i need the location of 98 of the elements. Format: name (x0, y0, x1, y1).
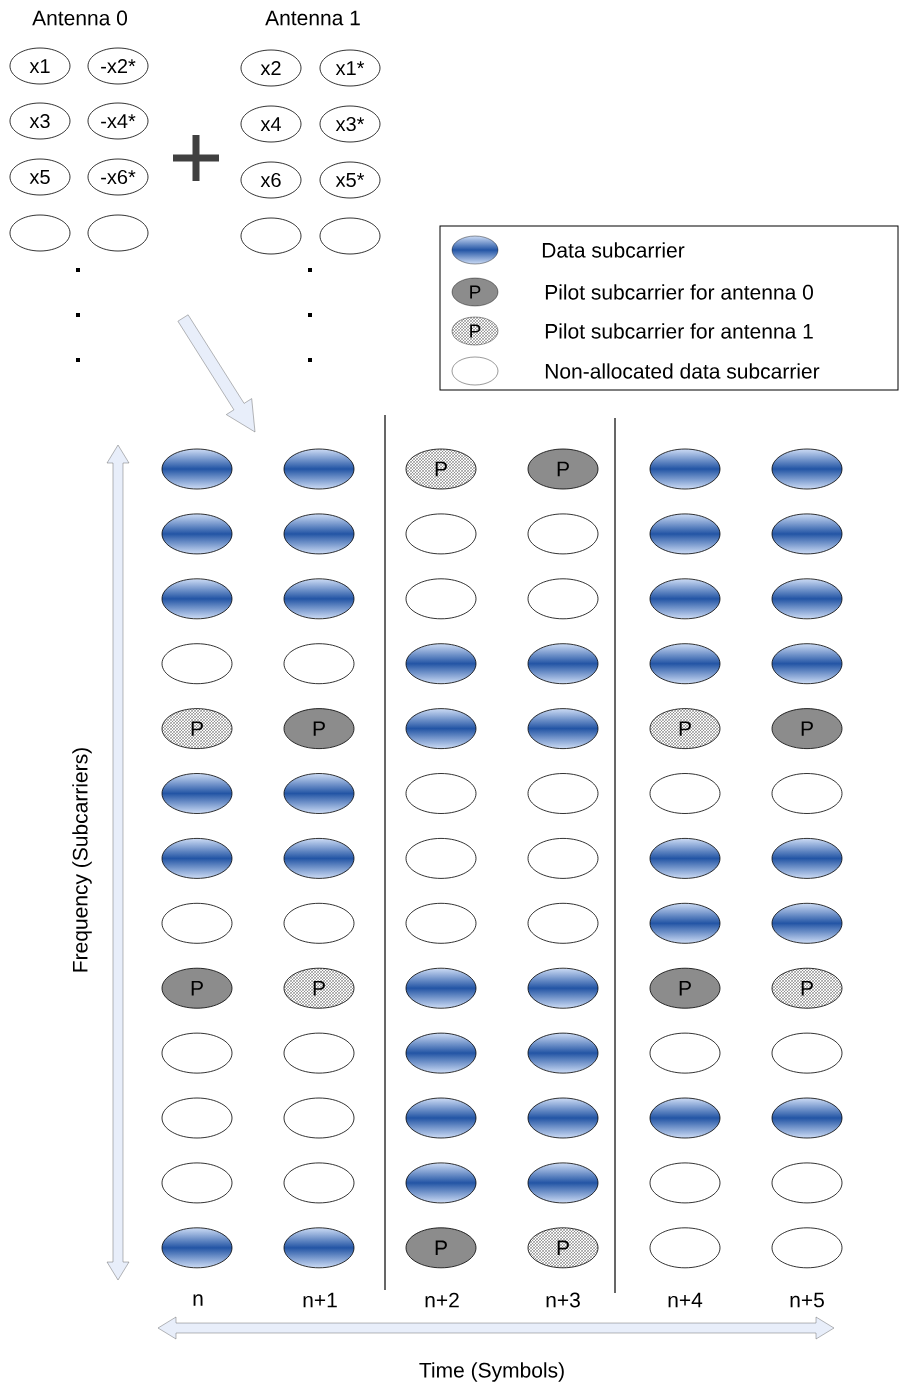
antenna-heading: Antenna 0 (32, 10, 127, 26)
empty-subcarrier (283, 1097, 355, 1139)
empty-subcarrier (405, 773, 477, 814)
data-subcarrier (405, 1097, 477, 1139)
pilot-subcarrier: P (283, 708, 355, 749)
symbol-index: n+2 (425, 1292, 459, 1308)
data-subcarrier (771, 513, 843, 555)
pilot-subcarrier: P (405, 448, 477, 490)
axis-label: Time (Symbols) (419, 1362, 564, 1382)
empty-subcarrier (161, 643, 233, 685)
data-subcarrier (649, 513, 721, 555)
legend-label: Non-allocated data subcarrier (545, 363, 820, 379)
symbol-ellipse (9, 214, 71, 252)
data-subcarrier (161, 578, 233, 620)
data-subcarrier (649, 448, 721, 490)
data-subcarrier (161, 1227, 233, 1269)
symbol-index: n (193, 1294, 203, 1306)
data-subcarrier (283, 513, 355, 555)
empty-subcarrier (527, 513, 599, 555)
symbol-index: n+3 (546, 1292, 580, 1308)
legend-label: Pilot subcarrier for antenna 1 (545, 323, 813, 339)
pilot-subcarrier: P (649, 967, 721, 1009)
data-subcarrier (161, 838, 233, 879)
symbol-index: n+4 (668, 1292, 703, 1308)
data-subcarrier (527, 1162, 599, 1204)
symbol-index: n+1 (303, 1292, 337, 1308)
empty-subcarrier (649, 773, 721, 814)
pilot-subcarrier: P (649, 708, 721, 749)
symbol-ellipse (240, 217, 302, 255)
data-subcarrier (771, 1097, 843, 1139)
symbol-index: n+5 (790, 1292, 824, 1308)
pilot-subcarrier: P (527, 1227, 599, 1269)
data-subcarrier (405, 643, 477, 685)
empty-subcarrier (161, 1162, 233, 1204)
data-subcarrier (283, 578, 355, 620)
pilot-subcarrier: P (161, 708, 233, 749)
legend-sample: P (451, 316, 499, 346)
data-subcarrier (405, 1032, 477, 1074)
empty-subcarrier (527, 838, 599, 879)
empty-subcarrier (283, 1032, 355, 1074)
data-subcarrier (649, 643, 721, 685)
data-subcarrier (283, 448, 355, 490)
empty-subcarrier (161, 902, 233, 944)
legend-label: Pilot subcarrier for antenna 0 (545, 284, 813, 300)
empty-subcarrier (405, 902, 477, 944)
data-subcarrier (649, 1097, 721, 1139)
data-subcarrier (161, 448, 233, 490)
data-subcarrier (771, 838, 843, 879)
empty-subcarrier (771, 1227, 843, 1269)
antenna-heading: Antenna 1 (265, 10, 360, 26)
data-subcarrier (771, 643, 843, 685)
empty-subcarrier (161, 1032, 233, 1074)
empty-subcarrier (161, 1097, 233, 1139)
data-subcarrier (161, 773, 233, 814)
empty-subcarrier (649, 1227, 721, 1269)
symbol-ellipse (319, 217, 381, 255)
data-subcarrier (771, 448, 843, 490)
legend-sample: P (451, 277, 499, 307)
data-subcarrier (527, 643, 599, 685)
legend-label: Data subcarrier (542, 242, 685, 258)
empty-subcarrier (649, 1162, 721, 1204)
pilot-subcarrier: P (161, 967, 233, 1009)
data-subcarrier (161, 513, 233, 555)
empty-subcarrier (283, 643, 355, 685)
empty-subcarrier (405, 513, 477, 555)
empty-subcarrier (527, 773, 599, 814)
data-subcarrier (527, 1032, 599, 1074)
empty-subcarrier (771, 773, 843, 814)
data-subcarrier (771, 578, 843, 620)
data-subcarrier (649, 902, 721, 944)
data-subcarrier (405, 708, 477, 749)
data-subcarrier (405, 967, 477, 1009)
pilot-subcarrier: P (405, 1227, 477, 1269)
empty-subcarrier (405, 838, 477, 879)
pilot-subcarrier: P (527, 448, 599, 490)
axis-label: Frequency (Subcarriers) (72, 748, 92, 972)
data-subcarrier (771, 902, 843, 944)
empty-subcarrier (649, 1032, 721, 1074)
empty-subcarrier (527, 902, 599, 944)
pilot-subcarrier: P (771, 708, 843, 749)
data-subcarrier (527, 1097, 599, 1139)
data-subcarrier (283, 838, 355, 879)
data-subcarrier (405, 1162, 477, 1204)
pilot-subcarrier: P (771, 967, 843, 1009)
empty-subcarrier (771, 1162, 843, 1204)
pilot-subcarrier: P (283, 967, 355, 1009)
empty-subcarrier (283, 1162, 355, 1204)
empty-subcarrier (283, 902, 355, 944)
empty-subcarrier (405, 578, 477, 620)
empty-subcarrier (527, 578, 599, 620)
data-subcarrier (649, 578, 721, 620)
data-subcarrier (527, 967, 599, 1009)
empty-subcarrier (771, 1032, 843, 1074)
data-subcarrier (283, 1227, 355, 1269)
symbol-ellipse (87, 214, 149, 252)
data-subcarrier (527, 708, 599, 749)
data-subcarrier (649, 838, 721, 879)
data-subcarrier (283, 773, 355, 814)
